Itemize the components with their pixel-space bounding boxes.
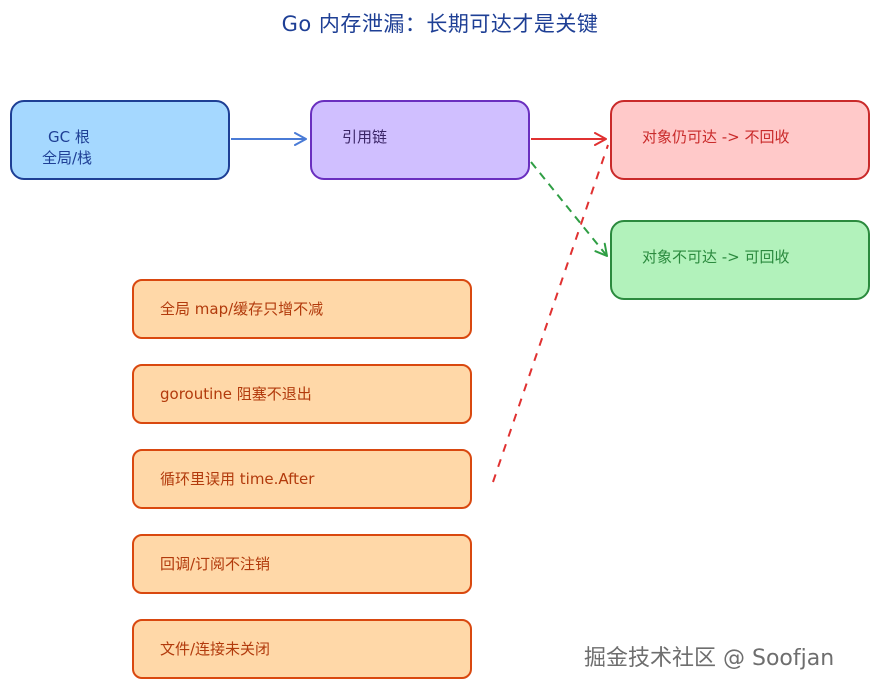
gc-root-sublabel: 全局/栈 [42, 149, 93, 167]
cause-goroutine-blocked: goroutine 阻塞不退出 [132, 364, 472, 424]
arrow-ref-to-unreachable [530, 161, 608, 257]
cause-time-after: 循环里误用 time.After [132, 449, 472, 509]
reference-chain-node: 引用链 [310, 100, 530, 180]
unreachable-object-label: 对象不可达 -> 可回收 [642, 248, 790, 266]
watermark: 掘金技术社区 @ Soofjan [584, 646, 835, 671]
dashed-link-causes-to-reachable [492, 144, 609, 483]
gc-root-label: GC 根 [48, 128, 90, 146]
cause-callback-unsubscribe: 回调/订阅不注销 [132, 534, 472, 594]
gc-root-node: GC 根 全局/栈 [10, 100, 230, 180]
cause-label: 回调/订阅不注销 [160, 555, 271, 573]
cause-label: 全局 map/缓存只增不减 [160, 300, 324, 318]
diagram-title: Go 内存泄漏：长期可达才是关键 [281, 12, 599, 36]
cause-file-connection: 文件/连接未关闭 [132, 619, 472, 679]
reachable-object-label: 对象仍可达 -> 不回收 [642, 128, 790, 146]
unreachable-object-node: 对象不可达 -> 可回收 [610, 220, 870, 300]
reachable-object-node: 对象仍可达 -> 不回收 [610, 100, 870, 180]
cause-label: goroutine 阻塞不退出 [160, 385, 312, 403]
cause-label: 文件/连接未关闭 [160, 640, 271, 658]
cause-label: 循环里误用 time.After [160, 470, 315, 488]
cause-global-map: 全局 map/缓存只增不减 [132, 279, 472, 339]
reference-chain-label: 引用链 [342, 128, 388, 146]
